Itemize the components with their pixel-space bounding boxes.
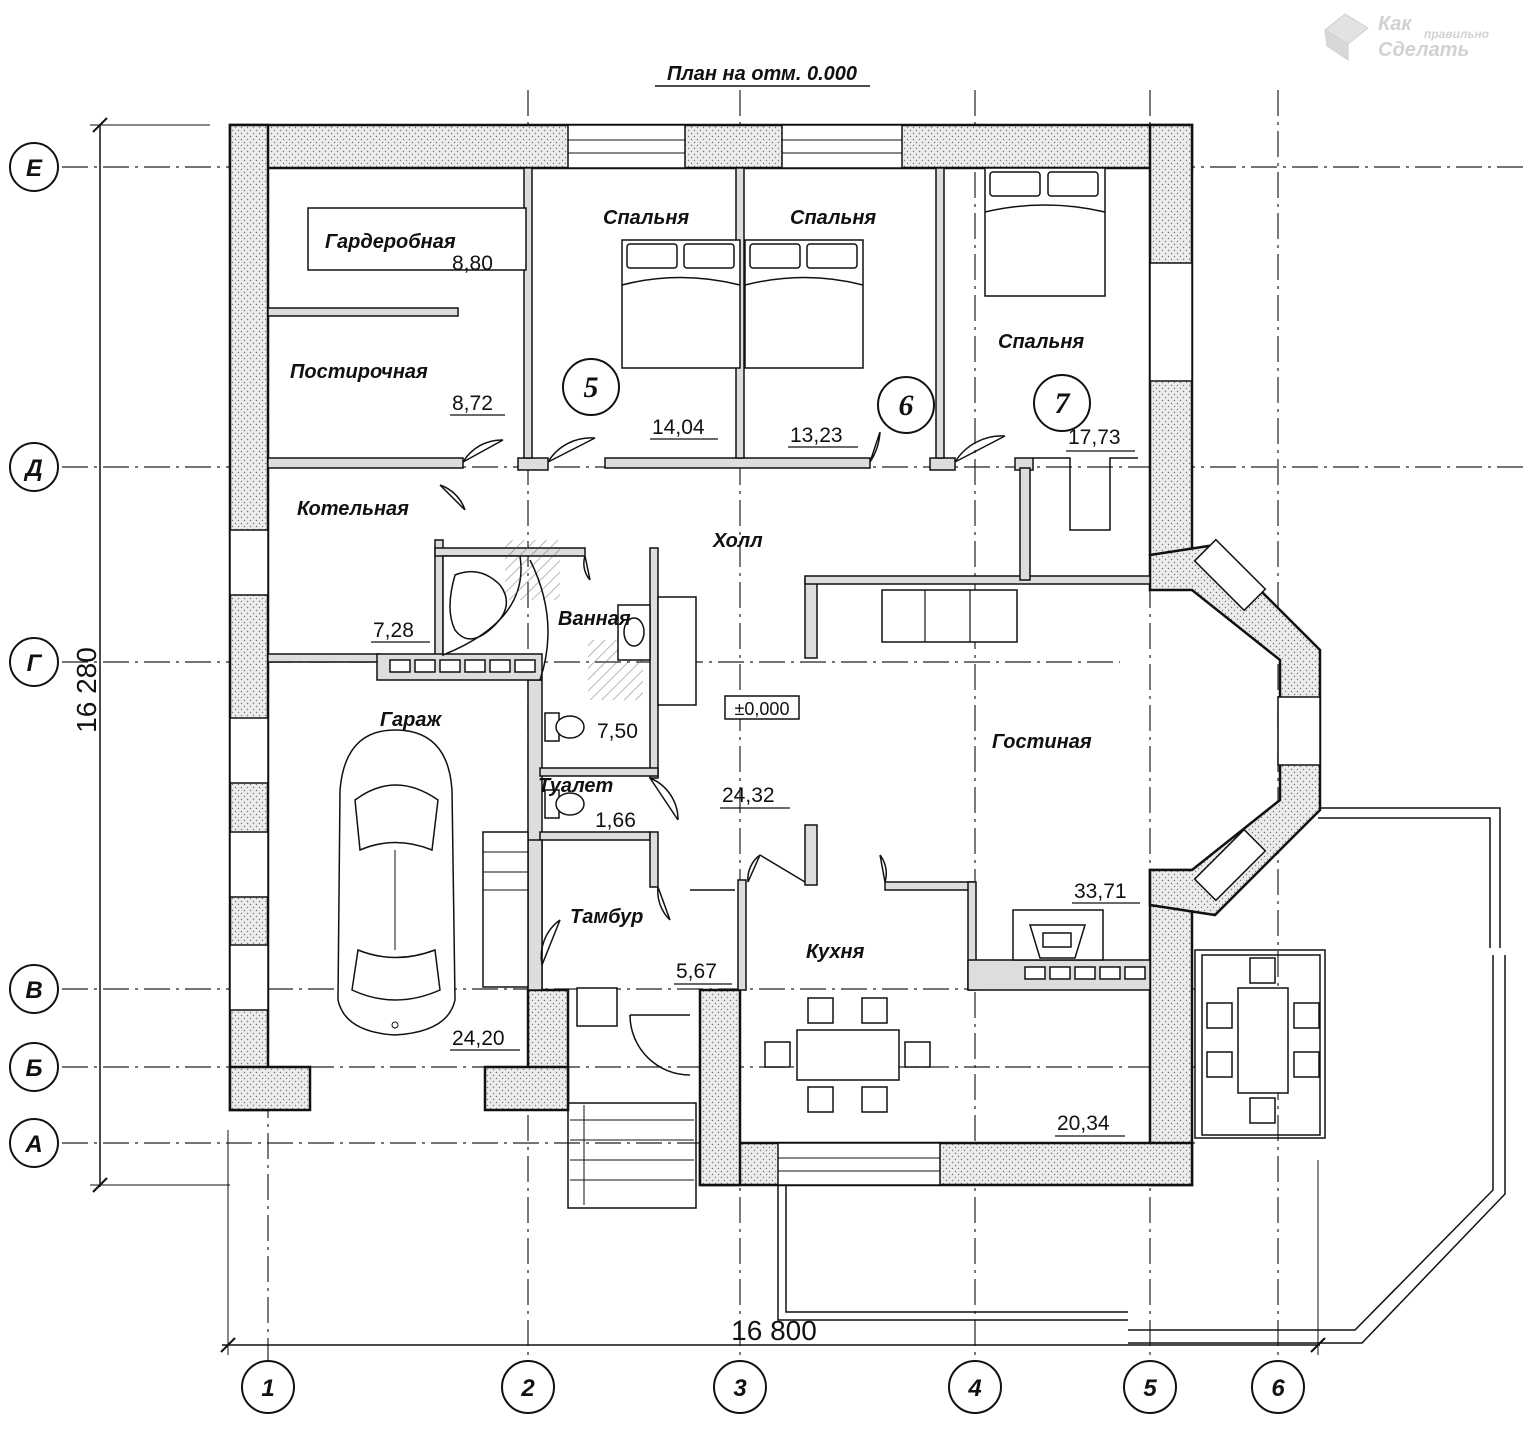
column-axis-markers: 1 2 3 4 5 6 xyxy=(241,1360,1305,1414)
room-name: Котельная xyxy=(297,498,409,520)
room-marker: 6 xyxy=(899,389,914,422)
room-name: Кухня xyxy=(806,941,865,963)
car-icon xyxy=(337,729,456,1036)
axis-column-label: 4 xyxy=(967,1375,981,1402)
bed-icon xyxy=(744,239,864,369)
toilet-icon xyxy=(544,789,585,819)
doors xyxy=(439,431,1006,1076)
room-labels: Гардеробная 8,80 Постирочная 8,72 Спальн… xyxy=(290,207,1140,1137)
fireplace-icon xyxy=(1012,909,1104,961)
watermark-line3: Сделать xyxy=(1378,39,1469,61)
room-area: 1,66 xyxy=(595,809,636,832)
room-marker: 7 xyxy=(1055,387,1071,420)
room-name: Гостиная xyxy=(992,731,1092,753)
room-marker: 5 xyxy=(584,371,599,404)
axis-column-label: 2 xyxy=(520,1375,535,1402)
room-area: 7,28 xyxy=(373,619,414,642)
axis-column-label: 5 xyxy=(1143,1375,1157,1402)
room-name: Постирочная xyxy=(290,361,428,383)
toilet-icon xyxy=(544,712,585,742)
axis-column-label: 1 xyxy=(261,1375,274,1402)
axis-column-label: 3 xyxy=(733,1375,747,1402)
room-area: 8,72 xyxy=(452,392,493,415)
room-area: 14,04 xyxy=(652,416,705,439)
watermark-logo: Как правильно Сделать xyxy=(1324,13,1489,61)
plan-title: План на отм. 0.000 xyxy=(667,63,857,85)
axis-column-label: 6 xyxy=(1271,1375,1285,1402)
axis-row-label: Е xyxy=(26,155,43,182)
room-name: Спальня xyxy=(998,331,1084,353)
axis-row-label: Г xyxy=(27,650,43,677)
dining-table-icon xyxy=(764,997,931,1113)
bed-icon xyxy=(984,167,1106,297)
level-mark-label: ±0,000 xyxy=(735,699,790,719)
room-name: Спальня xyxy=(790,207,876,229)
furniture xyxy=(307,167,1320,1124)
terrace-table-icon xyxy=(1206,957,1320,1124)
sofa-icon xyxy=(881,589,1018,643)
row-axis-markers: Е Д Г В Б А xyxy=(9,142,59,1168)
room-area: 13,23 xyxy=(790,424,843,447)
bed-icon xyxy=(621,239,741,369)
chimney-flues xyxy=(389,659,1146,980)
room-area: 8,80 xyxy=(452,252,493,275)
room-name: Гараж xyxy=(380,709,442,731)
axis-row-label: Д xyxy=(23,455,42,482)
room-name: Туалет xyxy=(538,775,613,797)
watermark-line2: правильно xyxy=(1424,27,1489,41)
interior-partitions xyxy=(267,167,1151,991)
level-mark: ±0,000 xyxy=(724,695,800,720)
height-dimension-label: 16 280 xyxy=(71,647,102,733)
room-name: Холл xyxy=(712,530,763,552)
room-area: 5,67 xyxy=(676,960,717,983)
watermark-line1: Как xyxy=(1378,13,1412,35)
axis-row-label: В xyxy=(25,977,42,1004)
room-name: Тамбур xyxy=(570,906,643,928)
room-area: 33,71 xyxy=(1074,880,1127,903)
room-area: 20,34 xyxy=(1057,1112,1110,1135)
terrace xyxy=(777,807,1506,1344)
room-name: Гардеробная xyxy=(325,231,456,253)
room-name: Спальня xyxy=(603,207,689,229)
axis-row-label: А xyxy=(24,1131,42,1158)
axis-row-label: Б xyxy=(26,1055,43,1082)
room-area: 7,50 xyxy=(597,720,638,743)
windows xyxy=(229,124,1321,1186)
room-name: Ванная xyxy=(558,608,631,630)
room-markers: 5 6 7 xyxy=(562,358,1091,434)
room-area: 24,20 xyxy=(452,1027,505,1050)
entry-stairs xyxy=(567,1102,697,1209)
room-area: 24,32 xyxy=(722,784,775,807)
height-dimension: 16 280 xyxy=(71,117,230,1193)
room-area: 17,73 xyxy=(1068,426,1121,449)
